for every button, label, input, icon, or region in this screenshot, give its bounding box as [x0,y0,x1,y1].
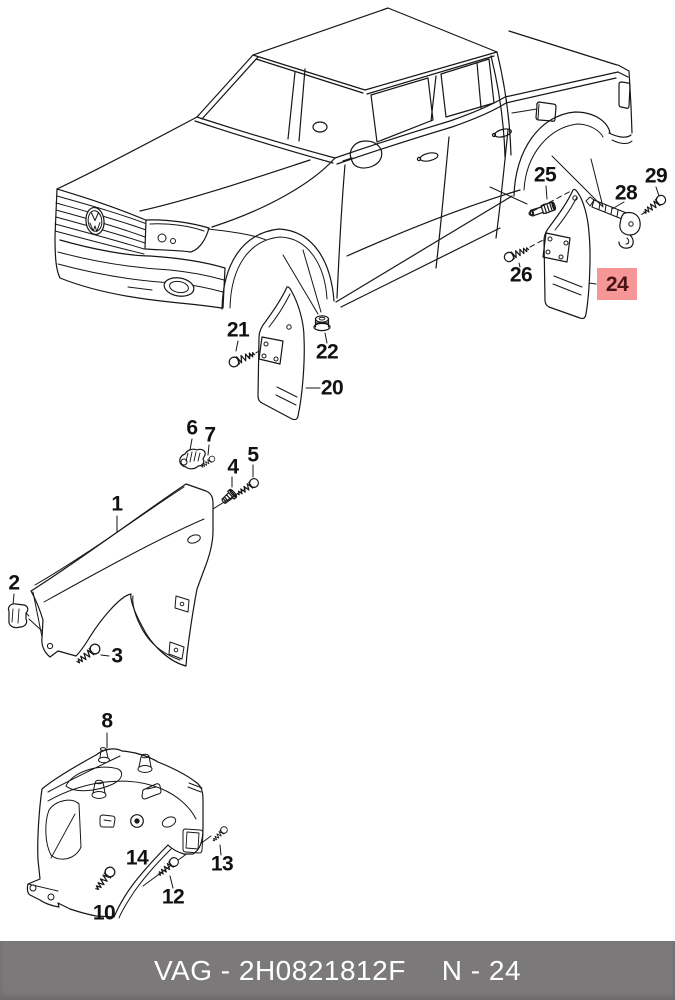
screw-5 [234,476,261,499]
fuel-door-drawing [535,101,557,122]
callout-20[interactable]: 20 [320,376,344,400]
truck-bed [508,30,633,197]
part-clip-2 [7,603,30,629]
screw-12 [155,855,181,879]
part-wheel-liner [26,747,204,919]
callout-12[interactable]: 12 [161,885,185,909]
callout-3[interactable]: 3 [111,644,123,668]
callout-10[interactable]: 10 [92,901,116,925]
footer-part-code: VAG - 2H0821812F [153,954,406,986]
callout-25[interactable]: 25 [533,163,557,187]
callout-1[interactable]: 1 [111,492,123,516]
callout-28[interactable]: 28 [614,181,638,205]
callout-7[interactable]: 7 [204,423,216,447]
callout-14[interactable]: 14 [125,846,149,870]
part-bracket-28 [585,196,641,249]
footer-page-ref: N - 24 [441,954,522,986]
callout-22[interactable]: 22 [315,340,339,364]
callout-26[interactable]: 26 [509,263,533,287]
part-nut-22 [313,315,331,332]
part-grommet-14 [130,814,144,828]
exploded-parts-diagram [7,7,669,919]
callout-5[interactable]: 5 [247,443,259,467]
part-stud-25 [528,201,557,217]
truck-line-drawing [54,7,633,310]
callout-29[interactable]: 29 [644,164,668,188]
part-mud-flap-front [257,286,305,421]
screw-13 [210,824,230,844]
callout-4[interactable]: 4 [227,455,239,479]
screw-26 [502,244,531,264]
screw-29 [641,192,669,217]
part-front-fender [30,483,214,667]
footer-bar: VAG - 2H0821812F N - 24 [0,941,675,1000]
callout-13[interactable]: 13 [210,852,234,876]
fog-light-drawing [163,277,195,297]
truck-front-end [54,116,336,310]
part-clip-6 [179,448,206,470]
callout-21[interactable]: 21 [226,318,250,342]
callout-6[interactable]: 6 [186,416,198,440]
part-plug-4 [221,488,238,504]
callout-24-highlighted[interactable]: 24 [597,268,637,300]
vw-logo-icon [85,206,105,236]
truck-cab [194,7,619,308]
callout-2[interactable]: 2 [8,571,20,595]
headlight-drawing [144,219,210,253]
screw-21 [227,348,257,369]
callout-8[interactable]: 8 [101,709,113,733]
part-mud-flap-rear [542,188,591,320]
